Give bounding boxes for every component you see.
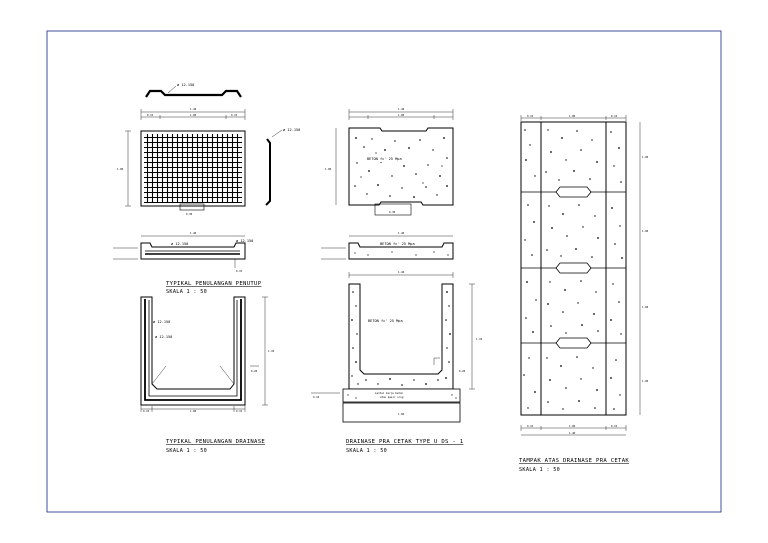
- concrete-stipple-cover: [354, 137, 448, 198]
- bent-bar-label: ø 12-150: [177, 83, 194, 87]
- svg-text:1.40: 1.40: [398, 107, 405, 111]
- precast-title: DRAINASE PRA CETAK TYPE U DS - 1: [346, 439, 463, 445]
- concrete-stipple-plan: [523, 129, 623, 410]
- section-bar-label: ø 12-150: [171, 242, 188, 246]
- cover-rebar-grid: [144, 134, 242, 203]
- cover-title: TYPIKAL PENULANGAN PENUTUP: [166, 281, 262, 287]
- svg-text:1.00: 1.00: [190, 409, 197, 413]
- channel-outline: [140, 296, 246, 406]
- section-concrete-label: BETON fc' 25 Mpa: [380, 242, 415, 246]
- precast-cover-section: [348, 242, 454, 260]
- plan-view-section: 0.15 1.00 0.15: [519, 114, 649, 473]
- svg-text:0.20: 0.20: [459, 369, 466, 373]
- bent-bar-sketch: [145, 89, 242, 98]
- cover-dimension-line: [140, 109, 246, 120]
- svg-text:0.15: 0.15: [231, 113, 238, 117]
- svg-text:0.10: 0.10: [313, 395, 320, 399]
- base-note-2: atau pasir urug: [380, 395, 404, 399]
- concrete-stipple-channel: [351, 291, 451, 386]
- svg-text:1.00: 1.00: [642, 155, 649, 159]
- svg-text:0.15: 0.15: [527, 114, 534, 118]
- svg-text:1.40: 1.40: [190, 231, 197, 235]
- svg-text:1.00: 1.00: [117, 167, 124, 171]
- base-note-1: Lantai kerja beton: [375, 391, 404, 395]
- svg-text:0.15: 0.15: [611, 114, 618, 118]
- section-bar-label-2: ø 12-150: [236, 239, 253, 243]
- svg-text:1.00: 1.00: [642, 305, 649, 309]
- svg-text:1.10: 1.10: [476, 337, 483, 341]
- precast-base-layer: [342, 388, 461, 403]
- svg-text:1.00: 1.00: [569, 424, 576, 428]
- side-bar-label: ø 12-150: [283, 128, 300, 132]
- svg-text:1.60: 1.60: [398, 412, 405, 416]
- svg-text:0.20: 0.20: [251, 369, 258, 373]
- precast-scale: SKALA 1 : 50: [346, 448, 387, 454]
- svg-text:0.15: 0.15: [143, 409, 150, 413]
- channel-concrete-label: BETON fc' 25 Mpa: [368, 319, 403, 323]
- svg-text:1.40: 1.40: [398, 270, 405, 274]
- svg-text:1.00: 1.00: [569, 114, 576, 118]
- plan-segment-joints: [521, 186, 626, 349]
- svg-text:1.00: 1.00: [642, 229, 649, 233]
- channel-bar-label-2: ø 12-150: [155, 335, 172, 339]
- svg-text:0.15: 0.15: [611, 424, 618, 428]
- svg-text:1.40: 1.40: [398, 231, 405, 235]
- svg-text:1.40: 1.40: [569, 431, 576, 435]
- svg-text:1.00: 1.00: [642, 379, 649, 383]
- svg-text:0.30: 0.30: [186, 212, 193, 216]
- svg-text:1.10: 1.10: [268, 349, 275, 353]
- plan-title: TAMPAK ATAS DRAINASE PRA CETAK: [519, 458, 629, 464]
- cover-scale: SKALA 1 : 50: [166, 289, 207, 295]
- svg-text:1.00: 1.00: [325, 167, 332, 171]
- svg-text:0.15: 0.15: [527, 424, 534, 428]
- side-bar-sketch: [265, 138, 271, 206]
- cover-concrete-label: BETON fc' 25 Mpa: [367, 157, 402, 161]
- svg-text:0.15: 0.15: [236, 269, 243, 273]
- cover-rebar-section: ø 12-150 1.40 0.15 1.00 0.15 1.00 0.30 ø…: [113, 83, 300, 295]
- svg-text:0.15: 0.15: [236, 409, 243, 413]
- channel-rebar-section: 0.15 1.00 0.15 1.10 0.20 ø 12-150 ø 12-1…: [140, 296, 275, 454]
- svg-text:0.15: 0.15: [147, 113, 154, 117]
- cover-plate-outline: [140, 130, 246, 207]
- svg-text:1.40: 1.40: [190, 107, 197, 111]
- svg-text:1.00: 1.00: [398, 113, 405, 117]
- plan-scale: SKALA 1 : 50: [519, 467, 560, 473]
- cover-cross-section: [113, 235, 246, 268]
- channel-scale: SKALA 1 : 50: [166, 448, 207, 454]
- precast-cover-plan: [348, 127, 454, 206]
- channel-title: TYPIKAL PENULANGAN DRAINASE: [166, 439, 265, 445]
- channel-bar-label-1: ø 12-150: [153, 320, 170, 324]
- svg-text:0.30: 0.30: [389, 210, 396, 214]
- svg-text:1.00: 1.00: [190, 113, 197, 117]
- sheet-border: [46, 30, 722, 513]
- precast-channel-outline: [348, 283, 454, 390]
- precast-section: 1.40 1.00 BETON fc' 25 Mpa 0.30 1.00 1.4…: [311, 107, 483, 454]
